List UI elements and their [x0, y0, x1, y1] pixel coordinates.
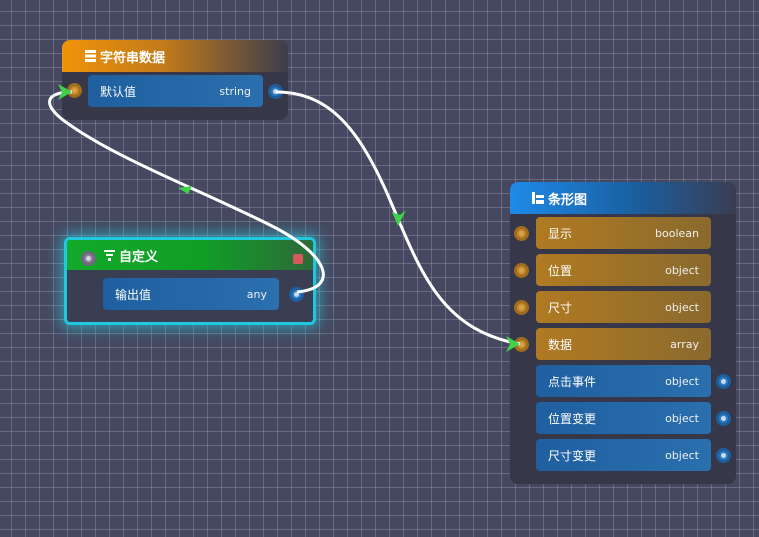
output-port[interactable]	[716, 448, 731, 463]
param-type: array	[670, 337, 699, 351]
param-type: any	[246, 287, 267, 301]
param-label: 显示	[548, 226, 573, 241]
param-label: 位置	[548, 263, 573, 278]
arrow-marker	[178, 186, 192, 194]
input-port[interactable]	[514, 300, 529, 315]
param-label: 默认值	[100, 84, 137, 99]
output-port[interactable]	[716, 374, 731, 389]
param-label: 点击事件	[548, 374, 597, 389]
param-output[interactable]: 点击事件 object	[536, 365, 711, 397]
node-string-data[interactable]: 字符串数据 默认值 string	[62, 40, 288, 120]
param-input[interactable]: 尺寸 object	[536, 291, 711, 323]
node-custom[interactable]: 自定义 输出值 any	[64, 237, 316, 325]
param-type: object	[665, 300, 699, 314]
param-type: object	[665, 374, 699, 388]
param-label: 位置变更	[548, 411, 597, 426]
input-port[interactable]	[514, 226, 529, 241]
param-output[interactable]: 位置变更 object	[536, 402, 711, 434]
node-title: 字符串数据	[100, 50, 166, 66]
table-icon	[84, 50, 96, 62]
param-label: 输出值	[115, 287, 152, 302]
node-title: 自定义	[119, 249, 159, 265]
param-label: 尺寸变更	[548, 448, 597, 463]
close-icon[interactable]	[293, 254, 303, 264]
node-title: 条形图	[548, 192, 588, 208]
param-label: 尺寸	[548, 300, 573, 315]
param-type: object	[665, 411, 699, 425]
output-port[interactable]	[716, 411, 731, 426]
arrow-marker	[392, 210, 406, 226]
output-port[interactable]	[268, 84, 283, 99]
param-type: boolean	[655, 226, 699, 240]
param-output-value[interactable]: 输出值 any	[103, 278, 279, 310]
bar-chart-icon	[532, 192, 544, 204]
node-header[interactable]: 条形图	[510, 182, 736, 214]
param-type: object	[665, 263, 699, 277]
param-type: string	[219, 84, 251, 98]
node-header[interactable]: 字符串数据	[62, 40, 288, 72]
input-port[interactable]	[81, 251, 96, 266]
param-type: object	[665, 448, 699, 462]
param-output[interactable]: 尺寸变更 object	[536, 439, 711, 471]
param-input[interactable]: 数据 array	[536, 328, 711, 360]
input-port[interactable]	[514, 337, 529, 352]
input-port[interactable]	[67, 83, 82, 98]
param-default-value[interactable]: 默认值 string	[88, 75, 263, 107]
param-input[interactable]: 显示 boolean	[536, 217, 711, 249]
param-label: 数据	[548, 337, 573, 352]
filter-icon	[103, 249, 115, 261]
param-input[interactable]: 位置 object	[536, 254, 711, 286]
output-port[interactable]	[289, 287, 304, 302]
node-header[interactable]: 自定义	[67, 240, 313, 270]
input-port[interactable]	[514, 263, 529, 278]
node-bar-chart[interactable]: 条形图 显示 boolean 位置 object 尺寸 object 数据 ar…	[510, 182, 736, 484]
